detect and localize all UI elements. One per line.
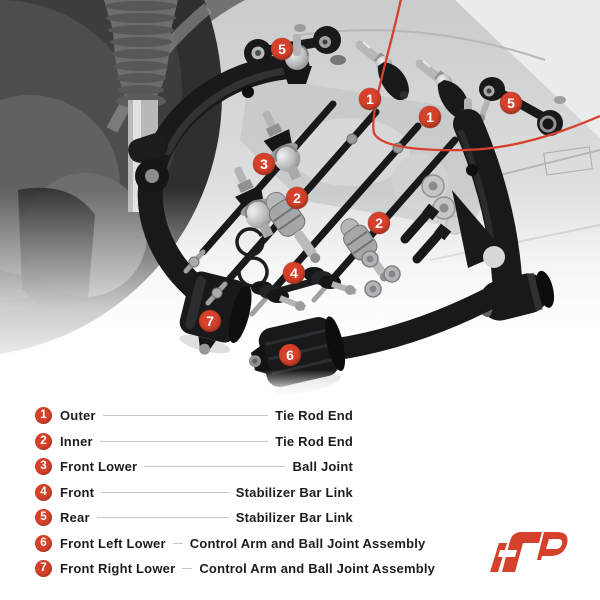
legend-badge: 5 <box>35 509 52 527</box>
legend-badge: 4 <box>35 483 52 501</box>
legend-row: 2 Inner Tie Rod End <box>35 429 353 455</box>
inner-tie-rod-left <box>265 191 321 264</box>
legend-position-label: Outer <box>60 408 96 424</box>
callout-badge-1-right: 1 <box>419 106 441 128</box>
control-arm-left <box>128 34 312 310</box>
control-arm-right <box>305 98 555 363</box>
highlight-arc <box>372 0 600 152</box>
callout-badge-1-left: 1 <box>359 88 381 110</box>
legend: 1 Outer Tie Rod End 2 Inner Tie Rod End … <box>35 403 435 582</box>
suspension-kit-photo <box>0 0 600 405</box>
legend-badge: 1 <box>35 407 52 425</box>
callout-badge-3: 3 <box>253 153 275 175</box>
callout-badge-2-left: 2 <box>286 187 308 209</box>
legend-part-label: Stabilizer Bar Link <box>235 484 353 500</box>
legend-badge: 6 <box>35 534 52 552</box>
callout-badge-7: 7 <box>199 310 221 332</box>
ball-joint-upper <box>262 110 302 181</box>
legend-row: 5 Rear Stabilizer Bar Link <box>35 505 353 531</box>
legend-connector-line <box>101 491 229 493</box>
snap-rings <box>235 227 269 288</box>
legend-row: 1 Outer Tie Rod End <box>35 403 353 429</box>
callout-badge-6: 6 <box>279 344 301 366</box>
legend-badge: 2 <box>35 432 52 450</box>
legend-row: 3 Front Lower Ball Joint <box>35 454 353 480</box>
legend-part-label: Control Arm and Ball Joint Assembly <box>199 561 436 577</box>
callout-badge-4: 4 <box>283 262 305 284</box>
callout-badge-2-right: 2 <box>368 212 390 234</box>
arm-left-rear-bushing <box>179 271 252 355</box>
photo-bottom-fade <box>0 370 600 405</box>
legend-position-label: Rear <box>60 510 90 526</box>
hardware <box>361 174 456 298</box>
callout-badge-5-right: 5 <box>500 92 522 114</box>
legend-part-label: Tie Rod End <box>275 408 353 424</box>
legend-badge: 3 <box>35 458 52 476</box>
legend-part-label: Stabilizer Bar Link <box>235 510 353 526</box>
legend-connector-line <box>96 517 229 519</box>
legend-row: 7 Front Right Lower Control Arm and Ball… <box>35 556 435 582</box>
legend-part-label: Tie Rod End <box>275 433 353 449</box>
legend-connector-line <box>182 568 193 570</box>
legend-part-label: Ball Joint <box>292 459 353 475</box>
legend-part-label: Control Arm and Ball Joint Assembly <box>189 535 426 551</box>
legend-connector-line <box>99 440 269 442</box>
legend-position-label: Front <box>60 484 95 500</box>
legend-position-label: Inner <box>60 433 93 449</box>
legend-connector-line <box>144 466 286 468</box>
ball-joint-lower <box>234 166 274 239</box>
stabilizer-link-front <box>251 267 357 311</box>
legend-badge: 7 <box>35 560 52 578</box>
legend-position-label: Front Right Lower <box>60 561 176 577</box>
ap-brand-logo-icon <box>490 532 568 572</box>
legend-position-label: Front Left Lower <box>60 535 166 551</box>
legend-connector-line <box>172 542 183 544</box>
legend-connector-line <box>102 415 269 417</box>
callout-badge-5-left: 5 <box>271 38 293 60</box>
legend-row: 6 Front Left Lower Control Arm and Ball … <box>35 531 425 557</box>
legend-row: 4 Front Stabilizer Bar Link <box>35 480 353 506</box>
legend-position-label: Front Lower <box>60 459 138 475</box>
